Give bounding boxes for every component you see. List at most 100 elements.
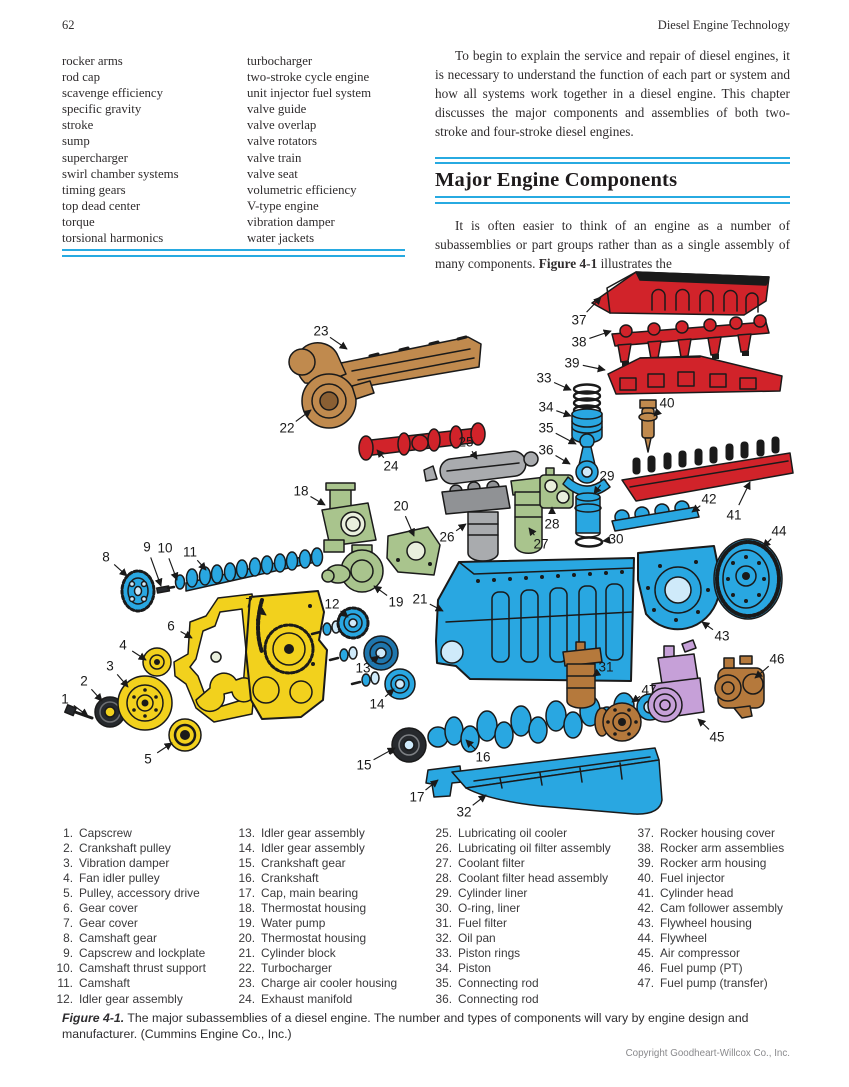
vocab-term: two-stroke cycle engine: [247, 70, 370, 85]
part-piston-rings: [572, 383, 602, 416]
callout-number: 1: [61, 692, 69, 707]
callout-arrow: [631, 694, 641, 703]
part-fuel-pump-pt: [714, 655, 765, 719]
callout-arrow: [691, 504, 701, 513]
parts-list-item: 42.Cam follower assembly: [637, 901, 783, 916]
part-vibration-damper: [117, 675, 173, 731]
callout-arrow: [455, 523, 467, 532]
callout-number: 46: [769, 652, 784, 667]
callout-number: 6: [167, 619, 175, 634]
callout-number: 9: [143, 540, 151, 555]
part-turbocharger: [288, 342, 375, 429]
parts-list-item: 15.Crankshaft gear: [238, 856, 346, 871]
intro-paragraph: To begin to explain the service and repa…: [435, 48, 790, 139]
callout-arrow: [257, 607, 267, 616]
callout-arrow: [370, 655, 380, 664]
callout-arrow: [310, 496, 326, 506]
callout-arrow: [180, 630, 193, 639]
callout-arrow: [697, 718, 710, 730]
part-thermostat-housing-upper: [321, 482, 377, 553]
parts-list-item: 12.Idler gear assembly: [56, 991, 183, 1006]
parts-list-item: 43.Flywheel housing: [637, 916, 752, 931]
parts-list-item: 45.Air compressor: [637, 946, 740, 961]
callout-arrow: [592, 668, 602, 677]
vocab-term: rod cap: [62, 70, 101, 85]
callout-number: 27: [533, 537, 548, 552]
part-fuel-pump-transfer: [594, 702, 642, 742]
vocab-term: specific gravity: [62, 102, 142, 117]
callout-number: 4: [119, 638, 127, 653]
section-heading-block: Major Engine Components It is often easi…: [435, 157, 790, 273]
callout-number: 10: [157, 541, 172, 556]
callout-number: 5: [144, 752, 152, 767]
callout-arrow: [295, 409, 312, 422]
copyright-notice: Copyright Goodheart-Willcox Co., Inc.: [625, 1048, 790, 1059]
part-connecting-rod: [575, 433, 599, 484]
callout-number: 16: [475, 750, 490, 765]
callout-arrow: [589, 329, 612, 339]
parts-list-item: 36.Connecting rod: [435, 991, 539, 1006]
parts-list-item: 2.Crankshaft pulley: [63, 841, 171, 856]
callout-arrow: [90, 688, 103, 702]
parts-list-item: 27.Coolant filter: [435, 856, 525, 871]
parts-list-item: 38.Rocker arm assemblies: [637, 841, 785, 856]
callout-arrow: [373, 747, 396, 761]
parts-list-item: 24.Exhaust manifold: [238, 991, 353, 1006]
parts-list-item: 25.Lubricating oil cooler: [435, 826, 568, 840]
callout-number: 13: [355, 661, 370, 676]
parts-list-item: 4.Fan idler pulley: [63, 871, 160, 886]
callout-number: 38: [571, 335, 586, 350]
figure-caption: Figure 4-1. The major subassemblies of a…: [62, 1011, 770, 1042]
page-number: 62: [62, 18, 75, 32]
part-lubricating-oil-cooler: [423, 450, 539, 485]
parts-list-item: 31.Fuel filter: [435, 916, 507, 931]
callout-arrow: [425, 779, 439, 791]
callout-number: 20: [393, 499, 408, 514]
part-piston: [571, 408, 603, 444]
callout-number: 28: [544, 517, 559, 532]
parts-list-item: 33.Piston rings: [435, 946, 521, 961]
header-book-title: Diesel Engine Technology: [657, 18, 790, 32]
callout-arrow: [373, 585, 388, 596]
parts-list-item: 6.Gear cover: [63, 901, 138, 916]
part-cylinder-head: [621, 436, 794, 502]
part-camshaft-gear: [120, 569, 156, 613]
callout-number: 25: [458, 435, 473, 450]
callout-arrow: [73, 705, 89, 717]
parts-list-item: 21.Cylinder block: [238, 946, 336, 961]
parts-list-item: 16.Crankshaft: [238, 871, 319, 886]
part-fuel-injector: [638, 399, 658, 453]
parts-list-item: 11.Camshaft: [57, 976, 130, 991]
vocab-term: scavenge efficiency: [62, 86, 164, 101]
vocab-term: swirl chamber systems: [62, 166, 179, 181]
callout-arrow: [329, 336, 348, 350]
parts-list-item: 47.Fuel pump (transfer): [637, 976, 768, 991]
heading-rule-top: [435, 157, 790, 165]
part-gear-cover-inner: [173, 593, 259, 723]
vocab-term: timing gears: [62, 182, 126, 197]
callout-number: 17: [409, 790, 424, 805]
parts-list-item: 17.Cap, main bearing: [238, 886, 359, 901]
vocab-term: V-type engine: [247, 198, 319, 213]
part-thermostat-housing-lower: [386, 526, 441, 576]
callout-arrow: [116, 674, 129, 688]
parts-list-item: 28.Coolant filter head assembly: [435, 871, 609, 886]
part-flywheel-housing: [637, 545, 721, 631]
part-cap-main-bearing: [425, 765, 463, 798]
callout-arrow: [384, 688, 395, 698]
callout-arrow: [553, 381, 572, 391]
part-gear-cover-plate: [245, 590, 328, 720]
callout-number: 18: [293, 484, 308, 499]
callout-number: 11: [183, 545, 197, 560]
part-oil-pan: [451, 747, 663, 815]
part-crankshaft-gear: [388, 727, 427, 763]
callout-number: 43: [714, 629, 729, 644]
part-water-pump: [321, 544, 384, 593]
callout-arrow: [738, 481, 751, 506]
vocab-term: rocker arms: [62, 54, 123, 68]
callout-number: 8: [102, 550, 110, 565]
callout-number: 26: [439, 530, 454, 545]
